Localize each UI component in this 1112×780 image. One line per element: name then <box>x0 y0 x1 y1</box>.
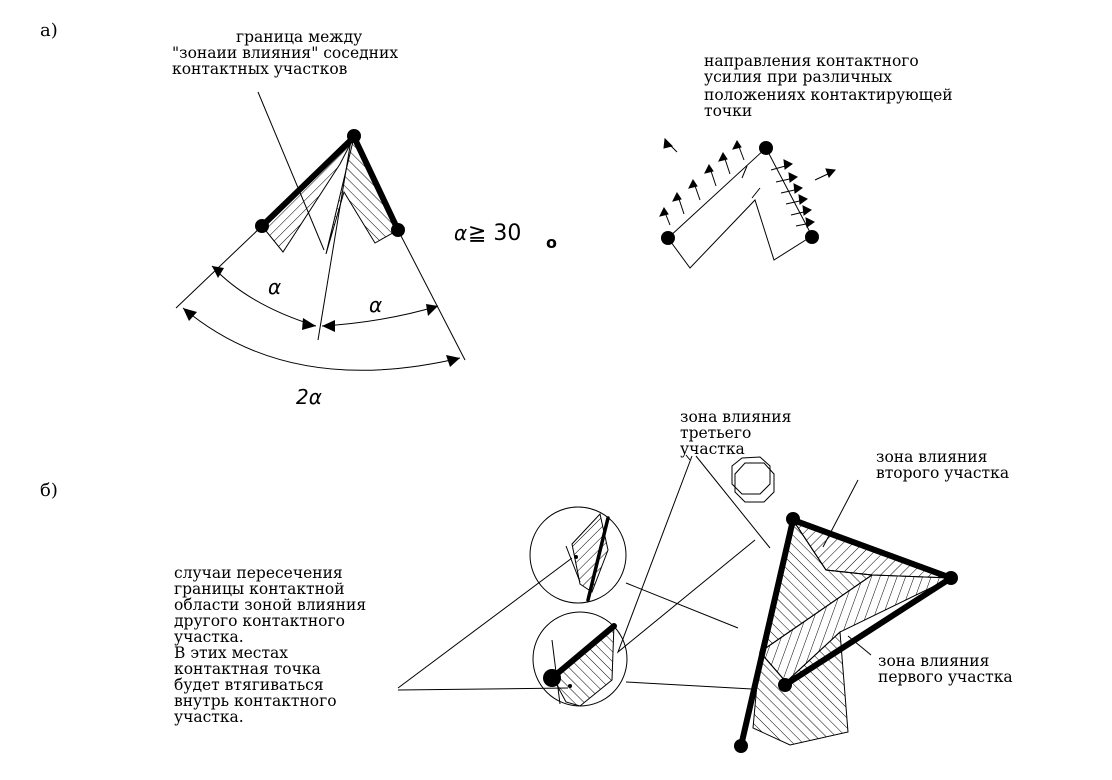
boundary-note-line: граница между <box>236 28 362 46</box>
crossing-note-line: будет втягиваться <box>174 676 324 694</box>
crossing-note-line: другого контактного <box>174 612 345 630</box>
figure-a-right <box>659 137 836 269</box>
figure-b-main <box>616 454 958 753</box>
contact-segment-left <box>259 134 357 229</box>
contact-point <box>661 231 675 245</box>
part-a-label: а) <box>40 20 58 41</box>
force-note: направления контактного усилия при разли… <box>704 52 958 120</box>
crossing-note-line: области зоной влияния <box>174 596 366 614</box>
crossing-note-line: участка. <box>174 708 244 726</box>
boundary-note-line: "зонаии влияния" соседних <box>172 44 398 62</box>
contact-segment-right <box>351 134 401 233</box>
zone-second-line: зона влияния <box>876 448 987 466</box>
contact-point <box>944 571 958 585</box>
contact-point <box>778 678 792 692</box>
zone-first-label: зона влияния первого участка <box>878 652 1013 686</box>
zone-third-label: зона влияния третьего участка <box>680 408 796 458</box>
zone-second-label: зона влияния второго участка <box>876 448 1009 482</box>
condition-relation: ≧ 30 <box>468 221 521 246</box>
force-note-line: точки <box>704 102 752 120</box>
condition-alpha: α <box>454 221 467 245</box>
crossing-note-line: контактная точка <box>174 660 321 678</box>
angle-2alpha-label: 2α <box>296 385 322 409</box>
force-note-line: усилия при различных <box>704 68 892 86</box>
magnified-detail-lower <box>532 611 628 707</box>
contact-segment <box>782 575 954 688</box>
contact-segment <box>738 517 796 749</box>
zone-first-line: первого участка <box>878 668 1013 686</box>
angle-alpha-label: α <box>369 293 382 317</box>
boundary-note: граница между "зонаии влияния" соседних … <box>172 28 403 78</box>
force-note-line: положениях контактирующей <box>704 86 953 104</box>
figure-a-left: α α 2α <box>175 91 466 409</box>
force-arrows-left <box>659 137 745 226</box>
contact-point <box>786 512 800 526</box>
contact-point <box>734 739 748 753</box>
angle-condition: α ≧ 30 o <box>454 221 557 252</box>
zone-second-line: второго участка <box>876 464 1009 482</box>
crossing-note-line: границы контактной <box>174 580 345 598</box>
contact-point <box>805 230 819 244</box>
contact-point <box>759 141 773 155</box>
contact-point <box>347 129 361 143</box>
part-b-label: б) <box>40 480 58 501</box>
crossing-note-line: случаи пересечения <box>174 564 343 582</box>
force-note-line: направления контактного <box>704 52 919 70</box>
crossing-note-line: внутрь контактного <box>174 692 337 710</box>
contact-segment <box>790 517 954 581</box>
zone-third-line: третьего <box>680 424 751 442</box>
zone-third-line: зона влияния <box>680 408 791 426</box>
condition-subscript: o <box>546 233 557 252</box>
boundary-note-line: контактных участков <box>172 60 348 78</box>
zone-first-line: зона влияния <box>878 652 989 670</box>
crossing-note-line: участка. <box>174 628 244 646</box>
force-arrows-right <box>741 159 836 228</box>
magnified-detail-upper <box>529 506 627 604</box>
crossing-note-line: В этих местах <box>174 644 288 662</box>
angle-alpha-label: α <box>268 275 281 299</box>
zone-third-line: участка <box>680 440 745 458</box>
zone-small-octagon <box>734 462 775 503</box>
crossing-note: случаи пересечения границы контактной об… <box>174 564 371 726</box>
